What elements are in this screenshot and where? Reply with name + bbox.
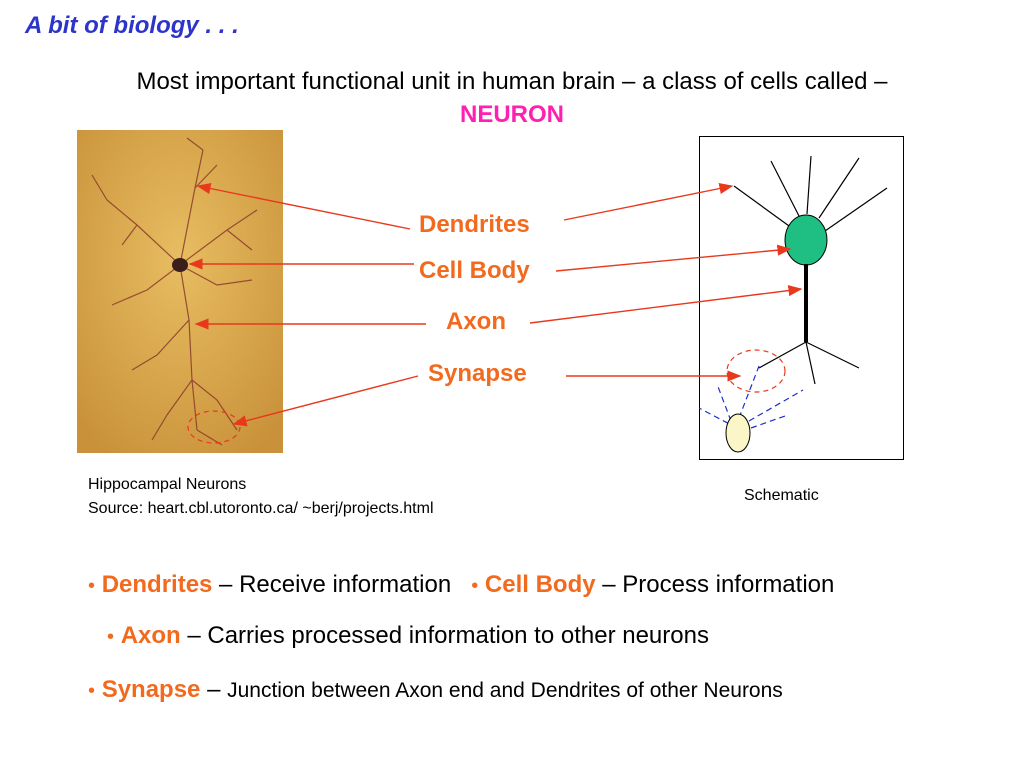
bullet-separator: –: [180, 622, 208, 649]
bullet-term-cell-body: Cell Body: [484, 571, 596, 598]
bullet-dot: •: [107, 626, 115, 648]
hippocampal-neuron-photo: [77, 130, 283, 453]
label-dendrites: Dendrites: [419, 211, 530, 238]
bullet-term-dendrites: Dendrites: [101, 571, 213, 598]
photo-soma: [172, 258, 188, 272]
bullet-dot: •: [471, 575, 479, 597]
schematic-caption: Schematic: [744, 487, 819, 504]
slide-heading: A bit of biology . . .: [25, 12, 239, 39]
bullet-row-synapse: • Synapse – Junction between Axon end an…: [88, 676, 783, 704]
bullet-desc-axon: Carries processed information to other n…: [207, 622, 709, 649]
neuron-highlight: NEURON: [459, 101, 564, 128]
bullet-term-axon: Axon: [120, 622, 181, 649]
bullet-separator: –: [200, 676, 228, 703]
bullet-desc-dendrites: Receive information: [239, 571, 452, 598]
label-axon: Axon: [446, 308, 506, 335]
bullet-separator: –: [212, 571, 240, 598]
photo-caption-title: Hippocampal Neurons: [88, 476, 247, 493]
intro-text: Most important functional unit in human …: [136, 68, 888, 95]
bullet-separator: –: [595, 571, 623, 598]
bullet-row-axon: • Axon – Carries processed information t…: [107, 622, 709, 650]
schematic-cell-body: [784, 214, 828, 266]
bullet-term-synapse: Synapse: [101, 676, 201, 703]
bullet-dot: •: [88, 680, 96, 702]
schematic-neuron-box: [699, 136, 904, 460]
bullet-dot: •: [88, 575, 96, 597]
bullet-desc-cell-body: Process information: [622, 571, 835, 598]
photo-caption-source: Source: heart.cbl.utoronto.ca/ ~berj/pro…: [88, 500, 434, 517]
schematic-target-cell: [725, 413, 751, 453]
bullet-desc-synapse: Junction between Axon end and Dendrites …: [227, 679, 783, 702]
bullet-row-dendrites-cellbody: • Dendrites – Receive information • Cell…: [88, 571, 834, 599]
label-synapse: Synapse: [428, 360, 527, 387]
label-cell-body: Cell Body: [419, 257, 530, 284]
